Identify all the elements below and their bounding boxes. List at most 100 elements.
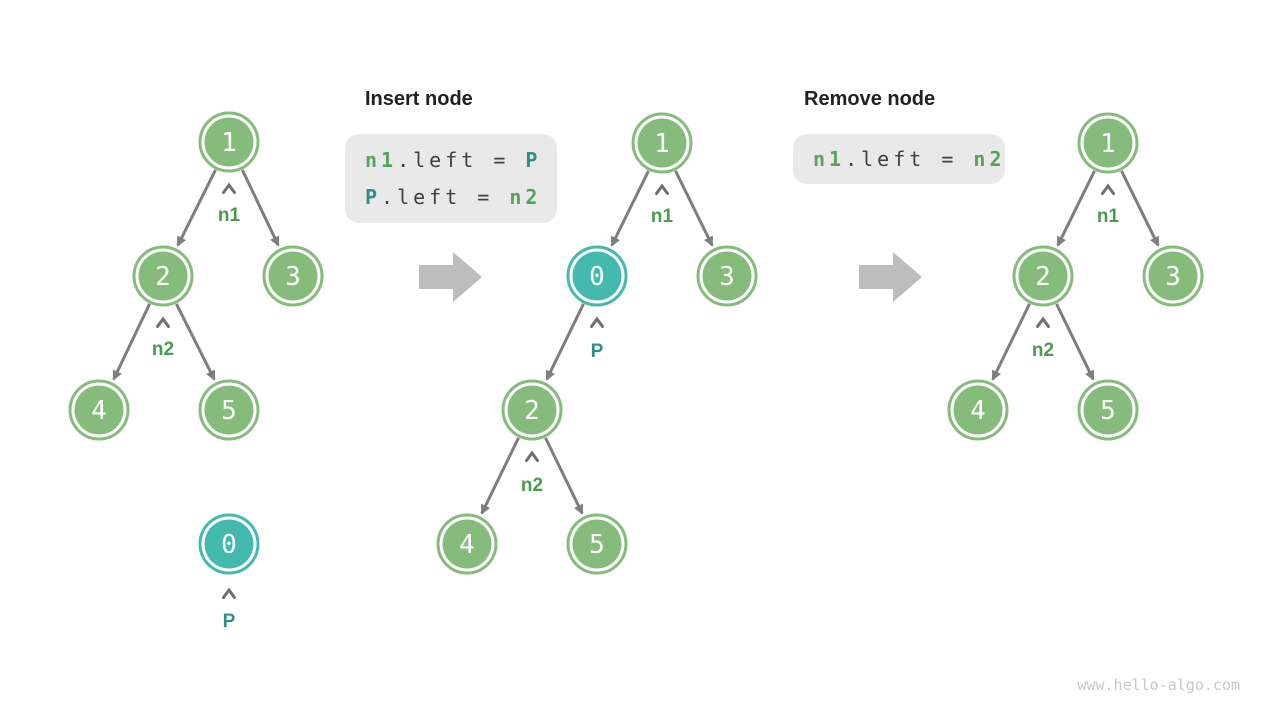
edge-arrow xyxy=(674,170,714,247)
tree-node-0-detached: 0 xyxy=(198,513,260,575)
node-circle xyxy=(204,117,254,167)
code-token-n1: n1 xyxy=(365,147,398,172)
tree-node-2: 2 xyxy=(132,245,194,307)
node-circle xyxy=(138,251,188,301)
node-circle xyxy=(1148,251,1198,301)
tree-node-2: 2 xyxy=(501,379,563,441)
pointer-label-p: P xyxy=(591,341,604,362)
code-token-n1: n1 xyxy=(813,146,846,171)
node-circle xyxy=(637,118,687,168)
code-token-left-assign: .left = xyxy=(397,147,526,172)
node-circle xyxy=(268,251,318,301)
code-token-p: P xyxy=(525,147,542,172)
code-token-n2: n2 xyxy=(973,146,1006,171)
node-circle xyxy=(572,251,622,301)
insert-section-title: Insert node xyxy=(365,88,473,110)
code-token-p: P xyxy=(365,184,382,209)
watermark: www.hello-algo.com xyxy=(1077,676,1240,694)
edge-arrow xyxy=(175,303,216,381)
node-circle xyxy=(204,385,254,435)
tree-node-3: 3 xyxy=(262,245,324,307)
edge-arrow xyxy=(544,437,584,515)
node-value: 2 xyxy=(524,396,540,426)
pointer-label-n1: n1 xyxy=(1097,206,1120,227)
code-token-left-assign: .left = xyxy=(845,146,974,171)
node-value: 4 xyxy=(91,396,107,426)
caret-up-icon xyxy=(590,316,604,328)
node-circle xyxy=(1083,118,1133,168)
node-circle xyxy=(572,519,622,569)
node-value: 1 xyxy=(221,128,237,158)
tree-before-insert: 1 2 3 4 5 xyxy=(68,111,324,632)
edge-arrow xyxy=(480,437,520,515)
tree-node-1: 1 xyxy=(631,112,693,174)
insert-code-line-2: P.left = n2 xyxy=(365,179,537,216)
tree-node-3: 3 xyxy=(696,245,758,307)
code-token-n2: n2 xyxy=(509,184,542,209)
insert-code-block: n1.left = P P.left = n2 xyxy=(345,134,557,223)
caret-up-icon xyxy=(156,316,170,328)
pointer-label-n2: n2 xyxy=(1032,340,1054,361)
block-arrow-right-icon xyxy=(859,252,922,302)
node-circle xyxy=(1018,251,1068,301)
pointer-label-n1: n1 xyxy=(651,206,674,227)
caret-up-icon xyxy=(222,587,236,599)
pointer-label-n1: n1 xyxy=(218,205,241,226)
node-value: 3 xyxy=(719,262,735,292)
tree-node-0-inserted: 0 xyxy=(566,245,628,307)
tree-after-insert: 1 0 3 2 4 xyxy=(436,112,758,575)
caret-up-icon xyxy=(1036,316,1050,328)
node-value: 1 xyxy=(1100,129,1116,159)
node-circle xyxy=(1083,385,1133,435)
tree-node-4: 4 xyxy=(68,379,130,441)
edge-arrow xyxy=(991,303,1031,381)
tree-node-3: 3 xyxy=(1142,245,1204,307)
pointer-label-n2: n2 xyxy=(152,339,174,360)
caret-up-icon xyxy=(222,182,236,194)
remove-code-line-1: n1.left = n2 xyxy=(813,141,1002,178)
node-value: 3 xyxy=(1165,262,1181,292)
edge-arrow xyxy=(610,170,650,247)
tree-node-1: 1 xyxy=(198,111,260,173)
node-value: 2 xyxy=(155,262,171,292)
edge-arrow xyxy=(112,303,151,381)
edge-arrow xyxy=(1055,303,1095,381)
node-value: 1 xyxy=(654,129,670,159)
node-value: 5 xyxy=(221,396,237,426)
node-value: 4 xyxy=(459,530,475,560)
tree-node-4: 4 xyxy=(436,513,498,575)
tree-node-5: 5 xyxy=(198,379,260,441)
edge-arrow xyxy=(1056,170,1096,247)
node-circle xyxy=(204,519,254,569)
node-value: 3 xyxy=(285,262,301,292)
edge-arrow xyxy=(545,303,585,381)
tree-node-4: 4 xyxy=(947,379,1009,441)
node-circle xyxy=(507,385,557,435)
node-circle xyxy=(442,519,492,569)
node-circle xyxy=(74,385,124,435)
node-value: 4 xyxy=(970,396,986,426)
node-value: 0 xyxy=(221,530,237,560)
node-value: 2 xyxy=(1035,262,1051,292)
tree-node-5: 5 xyxy=(566,513,628,575)
caret-up-icon xyxy=(525,450,539,462)
insert-code-line-1: n1.left = P xyxy=(365,142,537,179)
tree-node-2: 2 xyxy=(1012,245,1074,307)
edge-arrow xyxy=(241,169,280,247)
edge-arrow xyxy=(176,169,217,247)
block-arrow-right-icon xyxy=(419,252,482,302)
pointer-label-n2: n2 xyxy=(521,475,543,496)
remove-section-title: Remove node xyxy=(804,88,936,110)
code-token-left-assign: .left = xyxy=(381,184,510,209)
tree-node-1: 1 xyxy=(1077,112,1139,174)
remove-code-block: n1.left = n2 xyxy=(793,134,1005,184)
node-circle xyxy=(702,251,752,301)
tree-node-5: 5 xyxy=(1077,379,1139,441)
tree-after-remove: 1 2 3 4 5 n1 xyxy=(947,112,1204,441)
caret-up-icon xyxy=(655,183,669,195)
node-value: 0 xyxy=(589,262,605,292)
node-value: 5 xyxy=(589,530,605,560)
edge-arrow xyxy=(1120,170,1160,247)
